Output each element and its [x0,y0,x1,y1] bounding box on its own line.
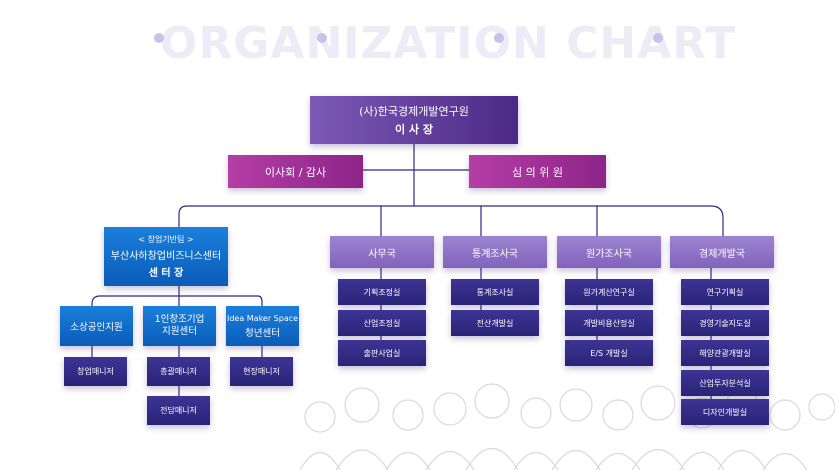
center-unit-box: 1인창조기업 지원센터 [143,306,216,346]
board-audit-box: 이사회 / 감사 [228,155,363,188]
center-name: 부산사하창업비즈니스센터 [110,251,222,262]
team-box: 총괄매니저 [147,357,210,386]
team-box: 해양관광개발실 [681,340,769,366]
team-label: 현장매니저 [243,367,280,376]
team-label: 경영기술지도실 [699,318,751,328]
team-box: 출판사업실 [338,340,426,366]
team-box: 원가계산연구실 [565,279,653,305]
center-unit-label: Idea Maker Space [226,313,299,323]
center-unit-label: 청년센터 [245,327,280,339]
center-unit-label: 1인창조기업 지원센터 [154,313,205,337]
team-label: 디자인개발실 [702,407,748,417]
team-label: 원가계산연구실 [583,287,635,297]
team-label: 출판사업실 [363,348,401,358]
background-title: ORGANIZATION CHART [160,18,737,69]
department-label: 원가조사국 [586,248,632,260]
team-box: 연구기획실 [681,279,769,305]
team-label: 전산개발실 [476,318,514,328]
team-box: 경영기술지도실 [681,310,769,336]
board-audit-label: 이사회 / 감사 [264,165,327,179]
team-box: 산업투자분석실 [681,370,769,396]
team-label: 산업투자분석실 [699,378,751,388]
center-unit-label: 소상공인지원 [70,322,123,333]
team-box: E/S 개발실 [565,340,653,366]
department-label: 통계조사국 [472,248,518,260]
team-box: 전담매니저 [147,396,210,425]
team-box: 산업조정실 [338,310,426,336]
committee-label: 심 의 위 원 [512,165,563,179]
department-box: 통계조사국 [443,236,547,268]
decor-dot [317,33,327,43]
team-label: 총괄매니저 [160,367,197,376]
decor-dot [494,33,504,43]
team-label: 창업매니저 [77,367,114,376]
decor-dot [154,33,164,43]
team-box: 개발비용산정실 [565,310,653,336]
department-box: 사무국 [330,236,434,268]
team-box: 디자인개발실 [681,399,769,425]
committee-box: 심 의 위 원 [469,155,606,188]
team-label: 통계조사실 [476,287,514,297]
department-box: 원가조사국 [557,236,661,268]
chairman-title: 이 사 장 [394,123,434,136]
team-label: 해양관광개발실 [699,348,751,358]
center-head-title: 센 터 장 [148,268,184,279]
center-team-label: < 창업기반팀 > [138,235,194,244]
center-unit-box: 소상공인지원 [60,306,133,346]
team-label: 전담매니저 [160,406,197,415]
team-box: 통계조사실 [451,279,539,305]
department-box: 경제개발국 [670,236,774,268]
department-label: 사무국 [368,248,396,260]
team-label: 기획조정실 [363,287,401,297]
team-box: 현장매니저 [230,357,293,386]
team-label: 산업조정실 [363,318,401,328]
chairman-box: (사)한국경제개발연구원 이 사 장 [310,96,518,144]
org-name: (사)한국경제개발연구원 [359,105,469,118]
team-label: E/S 개발실 [590,348,628,358]
team-label: 개발비용산정실 [583,318,635,328]
decor-dot [653,33,663,43]
department-label: 경제개발국 [699,248,745,260]
team-box: 전산개발실 [451,310,539,336]
team-label: 연구기획실 [706,287,744,297]
team-box: 창업매니저 [64,357,127,386]
center-unit-box: Idea Maker Space 청년센터 [226,306,299,346]
team-box: 기획조정실 [338,279,426,305]
business-center-box: < 창업기반팀 > 부산사하창업비즈니스센터 센 터 장 [104,227,228,286]
